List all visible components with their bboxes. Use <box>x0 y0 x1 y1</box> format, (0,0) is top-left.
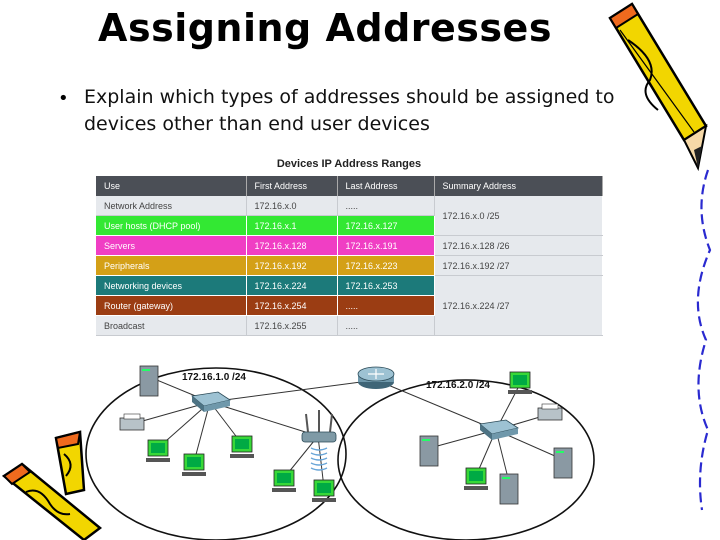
use-cell: Broadcast <box>96 315 247 336</box>
first-address-cell: 172.16.x.128 <box>246 235 338 256</box>
last-address-cell: 172.16.x.191 <box>337 235 435 256</box>
pc-icon <box>464 467 488 490</box>
last-address-cell: ..... <box>337 196 435 216</box>
use-cell: Network Address <box>96 196 247 216</box>
pc-icon <box>272 469 296 492</box>
pencil-decoration-right <box>608 2 712 511</box>
summary-address-cell: 172.16.x.0 /25 <box>434 196 603 236</box>
table-row: Servers 172.16.x.128 172.16.x.191 172.16… <box>96 235 603 256</box>
use-cell: Peripherals <box>96 255 247 276</box>
server-icon <box>499 473 519 505</box>
use-cell: User hosts (DHCP pool) <box>96 215 247 236</box>
last-address-cell: ..... <box>337 295 435 316</box>
pc-icon <box>508 371 532 394</box>
right-network-boundary <box>337 379 595 540</box>
first-address-cell: 172.16.x.224 <box>246 275 338 296</box>
table-row: Network Address 172.16.x.0 ..... 172.16.… <box>96 196 603 236</box>
summary-address-cell: 172.16.x.128 /26 <box>434 235 603 256</box>
address-ranges-table: Use First Address Last Address Summary A… <box>96 176 603 336</box>
left-network-label: 172.16.1.0 /24 <box>182 372 246 383</box>
wireless-ap-icon <box>301 410 337 471</box>
server-icon <box>553 447 573 479</box>
table-header-row: Use First Address Last Address Summary A… <box>96 176 603 196</box>
first-address-cell: 172.16.x.1 <box>246 215 338 236</box>
router-icon <box>357 366 395 389</box>
column-header: Last Address <box>337 176 435 196</box>
first-address-cell: 172.16.x.192 <box>246 255 338 276</box>
table-row: Networking devices 172.16.x.224 172.16.x… <box>96 275 603 336</box>
first-address-cell: 172.16.x.254 <box>246 295 338 316</box>
pc-icon <box>312 479 336 502</box>
pc-icon <box>146 439 170 462</box>
pc-icon <box>182 453 206 476</box>
column-header: Summary Address <box>434 176 603 196</box>
column-header: Use <box>96 176 247 196</box>
table-row: Broadcast 172.16.x.255 ..... <box>96 315 602 336</box>
summary-address-cell: 172.16.x.192 /27 <box>434 255 603 276</box>
pencil-icon <box>1 430 103 540</box>
left-network-boundary <box>85 367 347 540</box>
bullet-text: Explain which types of addresses should … <box>84 86 615 135</box>
server-icon <box>139 365 159 397</box>
switch-icon <box>191 391 231 412</box>
pencil-decoration-left <box>1 430 103 540</box>
last-address-cell: 172.16.x.127 <box>337 215 435 236</box>
last-address-cell: ..... <box>337 315 435 336</box>
slide-title: Assigning Addresses <box>98 6 552 50</box>
use-cell: Router (gateway) <box>96 295 247 316</box>
table-row: User hosts (DHCP pool) 172.16.x.1 172.16… <box>96 215 602 236</box>
use-cell: Servers <box>96 235 247 256</box>
first-address-cell: 172.16.x.255 <box>246 315 338 336</box>
last-address-cell: 172.16.x.223 <box>337 255 435 276</box>
first-address-cell: 172.16.x.0 <box>246 196 338 216</box>
switch-icon <box>479 419 519 440</box>
use-cell: Networking devices <box>96 275 247 296</box>
network-diagram: 172.16.1.0 /24 172.16.2.0 /24 <box>85 365 595 540</box>
pencil-icon <box>608 2 708 172</box>
printer-icon <box>119 413 145 431</box>
table-row: Peripherals 172.16.x.192 172.16.x.223 17… <box>96 255 603 276</box>
bullet-marker: • <box>58 88 69 109</box>
right-network-label: 172.16.2.0 /24 <box>426 380 490 391</box>
printer-icon <box>537 403 563 421</box>
column-header: First Address <box>246 176 338 196</box>
server-icon <box>419 435 439 467</box>
table-row: Router (gateway) 172.16.x.254 ..... <box>96 295 602 316</box>
last-address-cell: 172.16.x.253 <box>337 275 435 296</box>
summary-address-cell: 172.16.x.224 /27 <box>434 275 603 336</box>
table-title: Devices IP Address Ranges <box>276 158 422 170</box>
pc-icon <box>230 435 254 458</box>
